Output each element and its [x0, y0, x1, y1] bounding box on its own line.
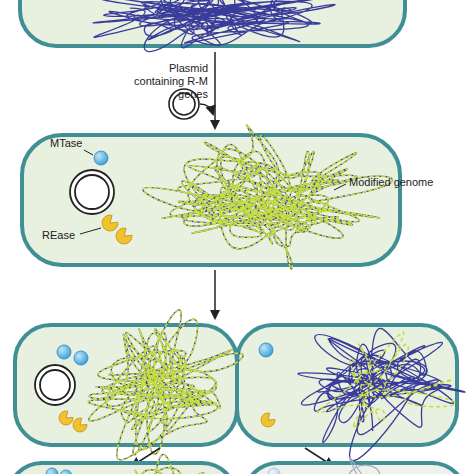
plasmid: [35, 365, 75, 405]
arrow: [214, 270, 216, 318]
mtase: [46, 468, 58, 474]
genome: [91, 454, 230, 474]
leader-line: [80, 228, 101, 234]
genome: [273, 457, 458, 474]
part-label: REase: [42, 229, 75, 242]
part-label: Plasmid containing R-M genes: [130, 62, 208, 101]
rease: [261, 413, 275, 427]
plasmid: [70, 170, 114, 214]
genome: [143, 125, 393, 269]
cell: [8, 463, 236, 474]
genome: [88, 310, 243, 460]
mtase: [268, 468, 280, 474]
cell: [22, 135, 400, 265]
arrow: [200, 104, 213, 114]
mtase: [74, 351, 88, 365]
mtase: [60, 470, 72, 474]
plasmid: [75, 175, 109, 209]
mtase: [57, 345, 71, 359]
genome: [91, 454, 230, 474]
part-label: MTase: [50, 137, 82, 150]
rease: [59, 411, 73, 425]
genome: [298, 328, 465, 460]
leader-line: [334, 184, 346, 190]
mtase: [259, 343, 273, 357]
part-label: Modified genome: [349, 176, 433, 189]
plasmid: [40, 370, 70, 400]
rease: [73, 418, 87, 432]
mtase: [94, 151, 108, 165]
rease: [102, 215, 118, 231]
genome: [143, 125, 393, 269]
genome: [317, 332, 455, 428]
arrow: [214, 52, 216, 128]
rease: [116, 228, 132, 244]
genome: [93, 0, 335, 51]
leader-line: [84, 150, 93, 155]
genome: [88, 310, 243, 460]
